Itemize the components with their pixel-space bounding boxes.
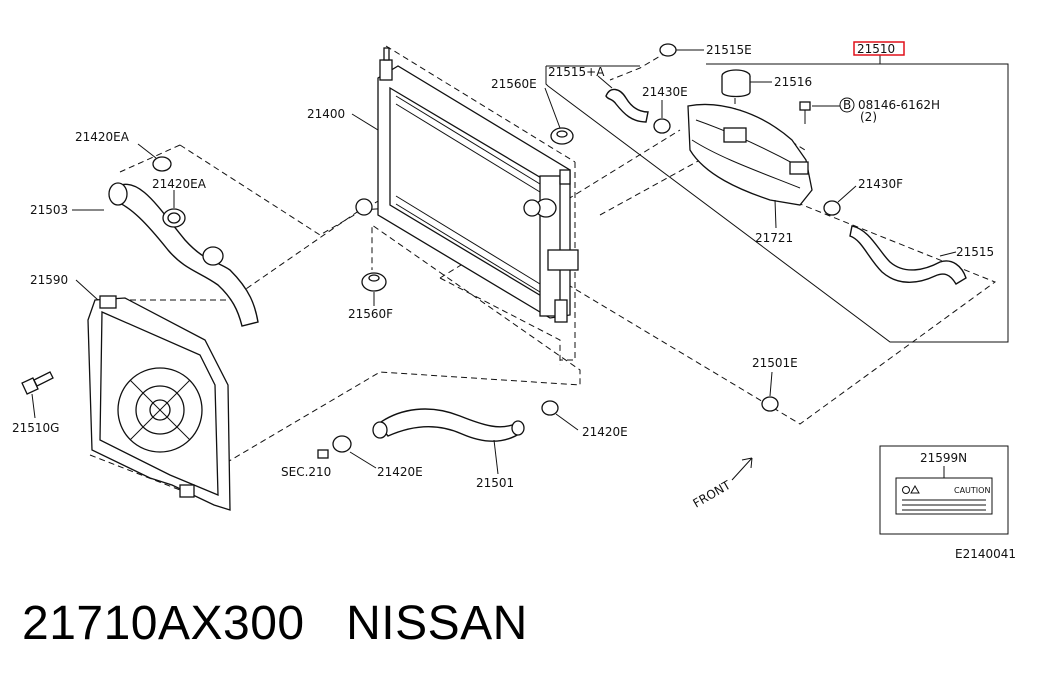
cap-21516-body <box>721 76 751 98</box>
hose-21501-end-b <box>511 420 525 436</box>
callout-21503[interactable]: 21503 <box>30 203 68 217</box>
hose-21503 <box>111 183 259 327</box>
callout-21599N[interactable]: 21599N <box>920 451 967 465</box>
callout-08146[interactable]: 08146-6162H <box>858 98 940 112</box>
leader-21420E-2 <box>349 451 377 469</box>
bolt-marker: B <box>843 98 851 112</box>
caution-text: CAUTION <box>954 486 990 495</box>
callout-21560F[interactable]: 21560F <box>348 307 393 321</box>
callout-21721[interactable]: 21721 <box>755 231 793 245</box>
leader-21515 <box>939 251 957 257</box>
grommet-21560F-hole <box>368 274 380 282</box>
caution-label-box <box>879 445 1009 535</box>
dash-left-hose-box-b <box>119 144 181 173</box>
reservoir-tank-21721 <box>687 103 813 206</box>
callout-21501[interactable]: 21501 <box>476 476 514 490</box>
dash-clamp-upper <box>609 51 668 81</box>
diagram-code: E2140041 <box>955 547 1016 561</box>
caution-sticker <box>895 477 993 515</box>
callout-21515[interactable]: 21515 <box>956 245 994 259</box>
sec210-connector <box>317 449 329 459</box>
dash-radiator-right <box>560 162 576 361</box>
fan-shroud-21590 <box>87 295 231 511</box>
clamp-21515E <box>659 43 677 57</box>
leader-21510G <box>31 393 36 419</box>
callout-21510[interactable]: 21510 <box>857 42 895 56</box>
callout-SEC210[interactable]: SEC.210 <box>281 465 331 479</box>
radiator <box>355 47 579 323</box>
front-label: FRONT <box>691 478 734 511</box>
callout-08146-qty: (2) <box>860 110 877 124</box>
callout-21420E-2[interactable]: 21420E <box>377 465 423 479</box>
hose-21503-end-b <box>202 246 224 266</box>
hose-21515 <box>849 225 967 285</box>
clamp-21420E-left <box>332 435 352 453</box>
callout-21420EA-1[interactable]: 21420EA <box>75 130 130 144</box>
dash-radiator-top <box>385 45 576 163</box>
callout-21430E[interactable]: 21430E <box>642 85 688 99</box>
leader-21430F <box>837 185 857 203</box>
clamp-21420EA-upper <box>152 156 172 172</box>
dash-overflow <box>559 159 997 425</box>
front-arrow-icon <box>731 457 753 481</box>
part-number-footer: 21710AX300 NISSAN <box>22 597 528 650</box>
reservoir-group-outline <box>545 55 1009 343</box>
leader-21400 <box>351 113 379 131</box>
bolt-21510G <box>21 371 54 395</box>
parts-diagram: 21510 21400 21560E 21560F <box>12 41 1016 561</box>
leader-21501E <box>769 371 773 397</box>
callout-21560E[interactable]: 21560E <box>491 77 537 91</box>
callout-21420EA-2[interactable]: 21420EA <box>152 177 207 191</box>
clamp-21420E-right <box>541 400 559 416</box>
callout-21515E[interactable]: 21515E <box>706 43 752 57</box>
leader-21420EA-1 <box>137 143 157 159</box>
callout-21420E-1[interactable]: 21420E <box>582 425 628 439</box>
bolt-08146-head <box>799 101 811 111</box>
leader-21590 <box>75 279 99 301</box>
highlight-box <box>853 41 905 56</box>
bolt-marker-circle <box>839 97 855 113</box>
hose-21501-end-a <box>372 421 388 439</box>
clamp-21420EA-lower-hole <box>167 212 181 224</box>
callout-21510G[interactable]: 21510G <box>12 421 59 435</box>
leader-21420E-1 <box>555 413 579 431</box>
caution-warning-icon <box>902 486 910 494</box>
hose-21515A <box>605 88 649 123</box>
clamp-21501E <box>761 396 779 412</box>
clamp-21430F <box>823 200 841 216</box>
dash-left-hose-box <box>179 144 381 236</box>
callout-21590[interactable]: 21590 <box>30 273 68 287</box>
callout-21430F[interactable]: 21430F <box>858 177 903 191</box>
callout-21516[interactable]: 21516 <box>774 75 812 89</box>
leader-21721 <box>774 199 777 229</box>
callout-21400[interactable]: 21400 <box>307 107 345 121</box>
leader-21515A <box>597 75 613 89</box>
callout-21501E[interactable]: 21501E <box>752 356 798 370</box>
caution-hazard-icon <box>910 484 920 494</box>
leader-21501 <box>493 439 499 475</box>
hose-21503-end-a <box>108 182 128 206</box>
leader-21560E <box>544 87 561 129</box>
grommet-21560F <box>361 272 387 292</box>
grommet-21560E-hole <box>556 130 568 138</box>
dash-fan-top <box>100 199 521 301</box>
hose-21501 <box>376 408 524 442</box>
dash-lower-hose <box>439 277 561 365</box>
clamp-21430E <box>653 118 671 134</box>
callout-21515A[interactable]: 21515+A <box>548 65 605 79</box>
